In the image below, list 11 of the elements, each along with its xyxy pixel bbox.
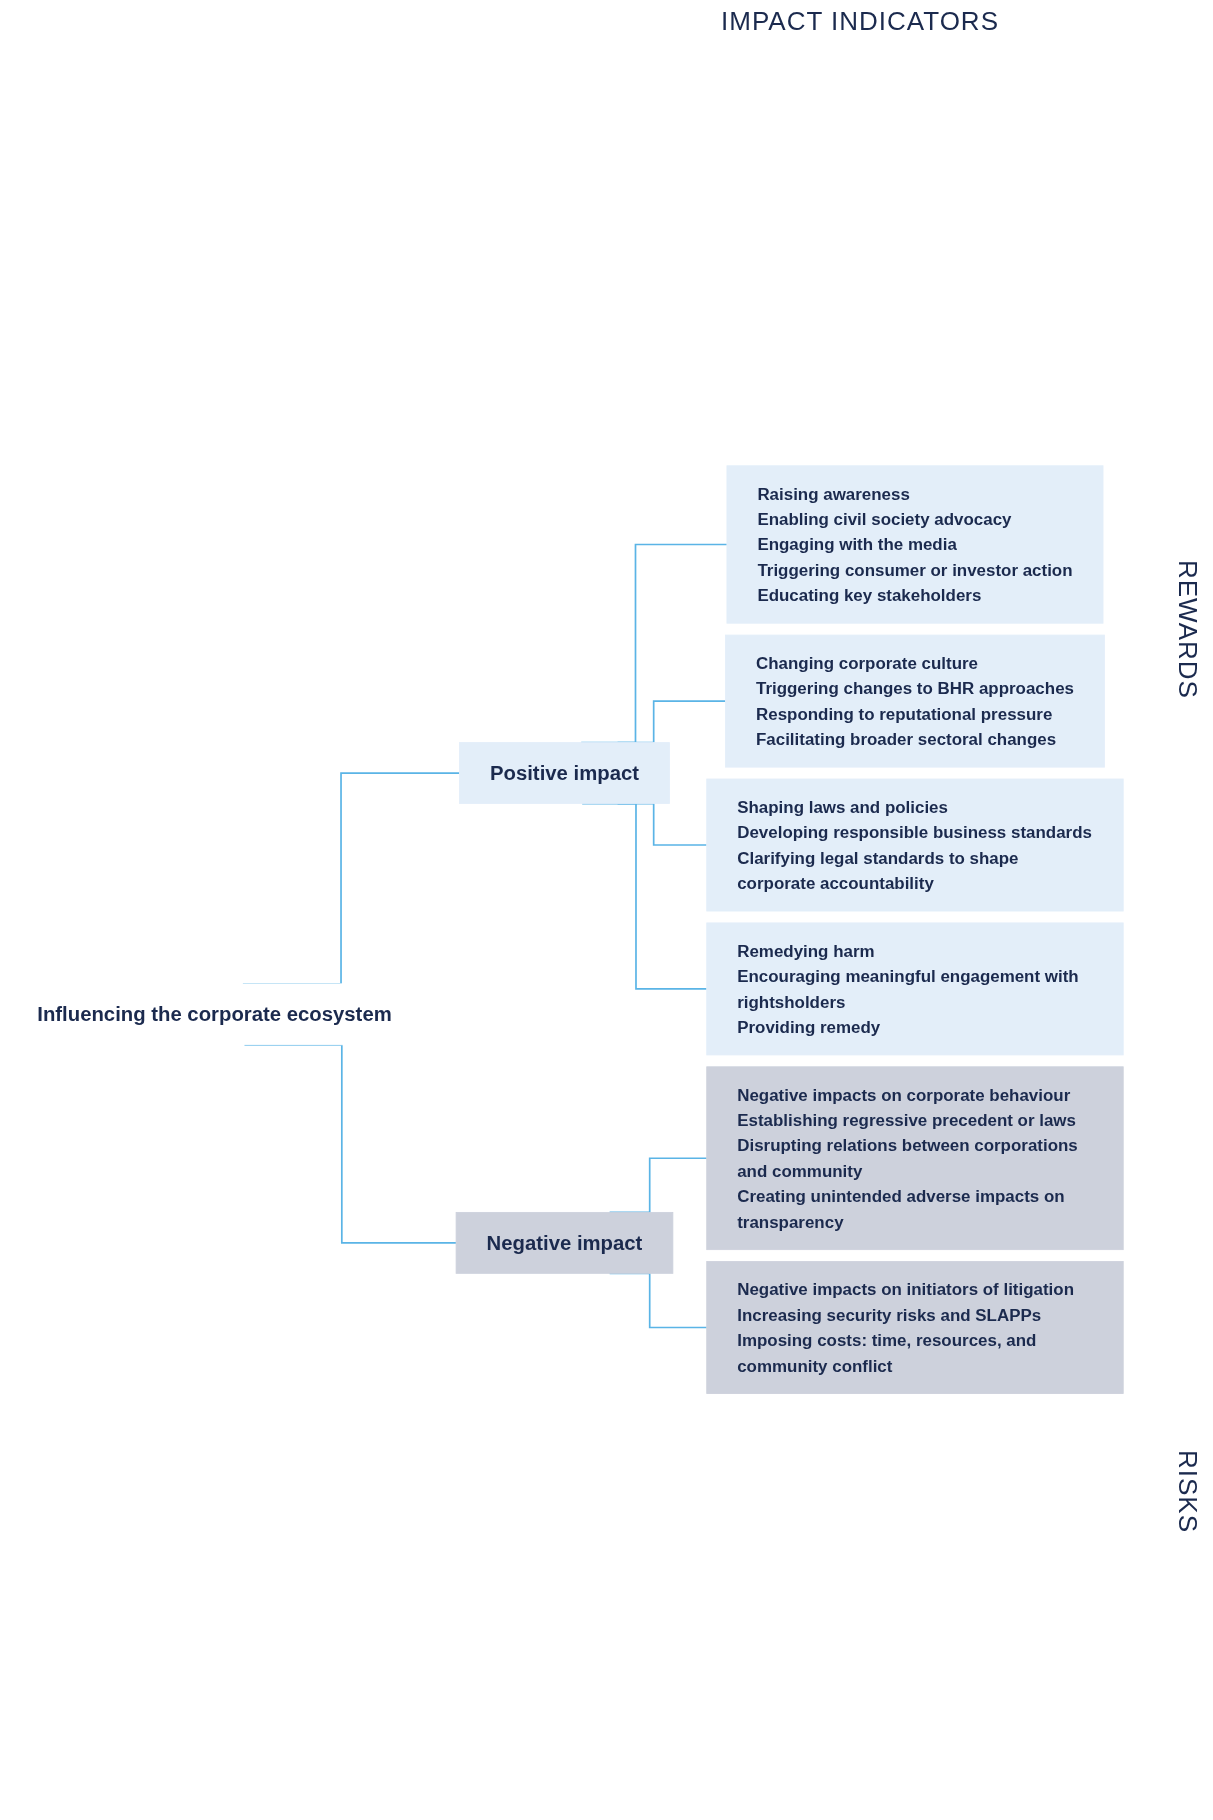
side-label: REWARDS xyxy=(1172,560,1203,699)
node-box: Negative impact xyxy=(455,1212,674,1275)
node-box: Changing corporate culture Triggering changes to BHR approaches Responding to reputational pressure Facilitating broader sectoral changes xyxy=(725,634,1105,768)
node-box: Positive impact xyxy=(459,742,670,805)
node-box: Negative impacts on initiators of litigation Increasing security risks and SLAPPs Imposing costs: time, resources, and community conflict xyxy=(706,1261,1124,1395)
node-box: Shaping laws and policies Developing responsible business standards Clarifying legal standards to shape corporate accountability xyxy=(706,778,1124,912)
node-box: Negative impacts on corporate behaviour Establishing regressive precedent or laws Disrupting relations between corporations and community Creating unintended adverse impacts on transparency xyxy=(706,1066,1124,1251)
axis-heading: IMPACT INDICATORS xyxy=(721,6,999,37)
node-box: Remedying harm Encouraging meaningful engagement with rightsholders Providing remedy xyxy=(706,922,1124,1056)
node-box: Raising awareness Enabling civil society advocacy Engaging with the media Triggering consumer or investor action Educating key stakeholders xyxy=(726,465,1104,624)
side-label: RISKS xyxy=(1172,1450,1203,1534)
